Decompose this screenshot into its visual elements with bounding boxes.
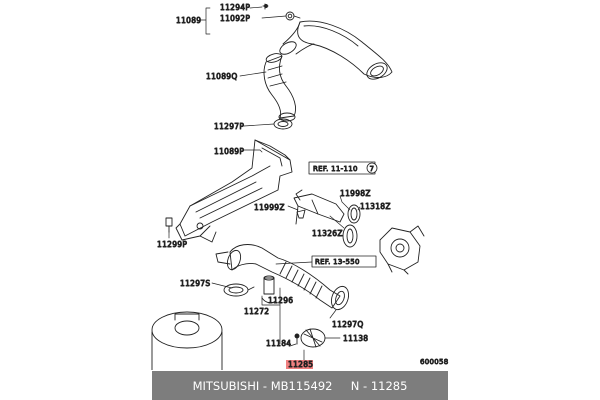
ref-circle-number: 7 — [370, 165, 375, 173]
diagram-code: 600058 — [420, 358, 449, 366]
screw-11294P — [262, 3, 269, 10]
footer-part-number: MB115492 — [270, 378, 333, 393]
ref-label-13-550: REF. 13-550 — [315, 258, 360, 266]
clamp-11092P — [285, 11, 301, 21]
plate-11138 — [300, 328, 326, 348]
clamp-11998Z — [347, 204, 361, 224]
label-11297Q: 11297Q — [332, 320, 364, 329]
label-11089P: 11089P — [214, 147, 244, 156]
clamp-11297Q — [330, 285, 350, 311]
small-clamp — [261, 297, 277, 304]
label-11326Z: 11326Z — [312, 229, 343, 238]
leader-lines — [168, 6, 361, 361]
hose-11296 — [263, 275, 275, 295]
label-11138: 11138 — [343, 334, 368, 343]
air-cleaner — [151, 311, 223, 370]
label-11089: 11089 — [176, 16, 201, 25]
bracket-11999Z — [296, 209, 306, 219]
ref-box-11-110 — [308, 161, 378, 175]
ref-label-11-110: REF. 11-110 — [313, 165, 358, 173]
lower-hose — [215, 244, 341, 309]
footer-bar: MITSUBISHI - MB115492 N - 11285 — [152, 371, 448, 400]
ref-box-13-550 — [311, 255, 377, 268]
label-11297P: 11297P — [214, 122, 244, 131]
footer-spacer — [332, 379, 350, 393]
footer-separator: - — [259, 378, 271, 393]
label-11294P: 11294P — [220, 3, 250, 12]
clip-11299P — [165, 217, 173, 233]
intercooler — [175, 139, 293, 243]
label-11285: 11285 — [288, 360, 313, 369]
label-11296: 11296 — [268, 296, 293, 305]
turbo-assembly — [379, 225, 425, 275]
label-11998Z: 11998Z — [340, 189, 371, 198]
upper-intake-hose — [279, 20, 393, 80]
clamp-11297S — [223, 283, 255, 297]
parts-diagram: 11294P 11092P 11089 11089Q 11297P 11089P… — [151, 3, 449, 370]
footer-ref-number: N - 11285 — [350, 378, 408, 393]
label-11999Z: 11999Z — [254, 203, 285, 212]
gasket-11318Z — [342, 224, 358, 248]
throttle-pipe — [293, 189, 345, 225]
bolt-11184 — [294, 333, 300, 345]
label-11318Z: 11318Z — [360, 202, 391, 211]
label-11297S: 11297S — [180, 279, 210, 288]
middle-hose — [263, 53, 297, 122]
label-11184: 11184 — [266, 339, 291, 348]
label-11089Q: 11089Q — [206, 72, 238, 81]
label-11092P: 11092P — [220, 14, 250, 23]
footer-brand: MITSUBISHI — [192, 378, 260, 393]
label-11299P: 11299P — [157, 240, 187, 249]
highlight-11285 — [286, 360, 313, 369]
label-11272: 11272 — [244, 307, 269, 316]
